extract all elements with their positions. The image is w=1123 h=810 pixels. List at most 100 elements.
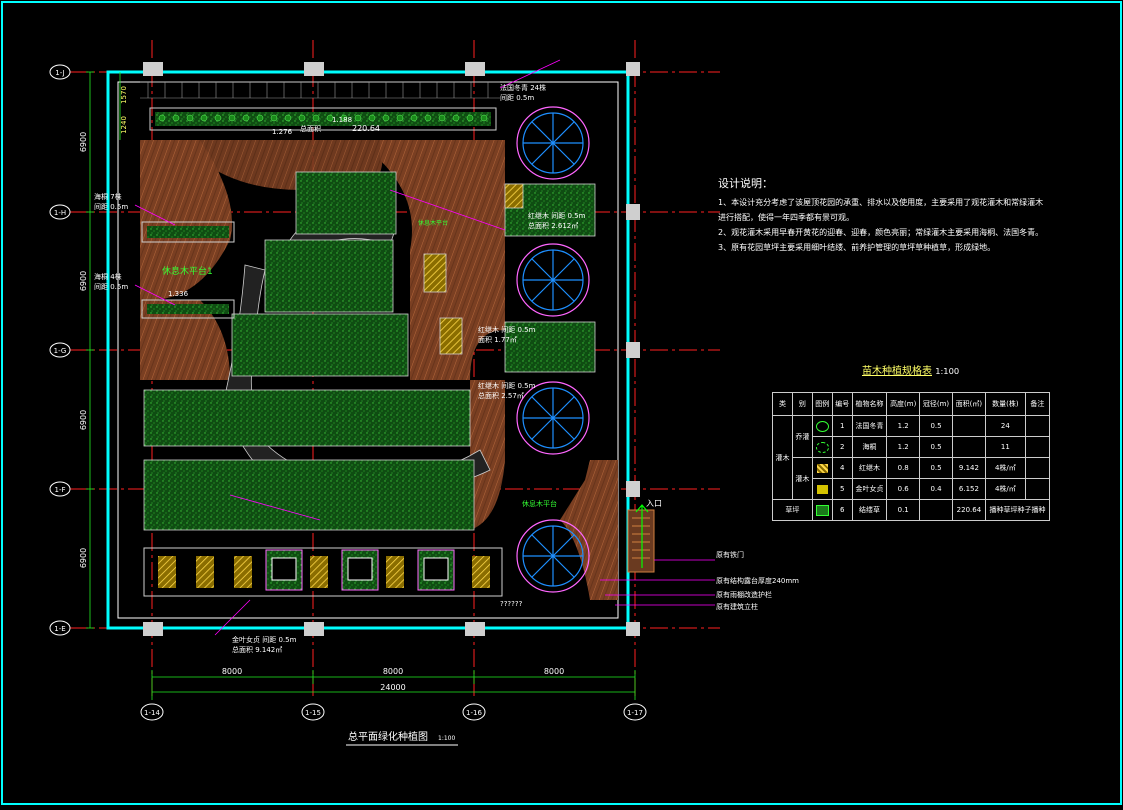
hdr-qty: 数量(株) (984, 392, 1026, 416)
callout-left-plant-2: 海桐 4株 (94, 272, 122, 281)
callout-mid-plant-2: 红继木 间距 0.5m (478, 325, 536, 334)
hdr-note: 备注 (1024, 392, 1051, 416)
row-no: 2 (831, 436, 853, 458)
callout-bottom-area: 总面积 9.142㎡ (232, 645, 282, 654)
row-no: 4 (831, 457, 853, 479)
row-note (1024, 478, 1051, 500)
small-dim-2: 1240 (120, 116, 128, 134)
row-height: 0.6 (886, 478, 921, 500)
tree-symbols (516, 106, 590, 593)
design-note-3: 3、原有花园草坪主要采用细叶结缕、前养护管理的草坪草种植草，形成绿地。 (718, 243, 996, 252)
hdr-legend: 图例 (811, 392, 833, 416)
row-dim-1: 6900 (79, 132, 88, 152)
col-dim-3: 8000 (544, 667, 564, 676)
col-axis-16: 1-16 (466, 709, 482, 717)
row-height: 1.2 (886, 415, 921, 437)
swatch-circle2 (811, 436, 833, 458)
left-planters (141, 221, 235, 319)
hdr-area: 面积(㎡) (951, 392, 986, 416)
row-dim-4: 6900 (79, 548, 88, 568)
row-axis-f: 1-F (54, 486, 65, 494)
row-name: 法国冬青 (851, 415, 888, 437)
entrance-steps (627, 504, 655, 573)
row-dim-3: 6900 (79, 410, 88, 430)
rest-platform-1-label: 休息木平台1 (162, 265, 213, 277)
col-dim-2: 8000 (383, 667, 403, 676)
column-dimension-lines (151, 670, 636, 700)
table-row-lawn: 草坪 6 结缕草 0.1 220.64 播种草坪种子播种 (772, 499, 1051, 521)
col-axis-14: 1-14 (144, 709, 160, 717)
leader-lines (134, 59, 715, 636)
row-area: 220.64 (951, 499, 986, 521)
row-dim-2: 6900 (79, 271, 88, 291)
elevation-1: 1.276 (272, 128, 293, 136)
area-top-value: 220.64 (352, 124, 380, 133)
row-axis-h: 1-H (54, 209, 66, 217)
callout-mid-area-1: 总面积 2.612㎡ (528, 221, 578, 230)
drawing-title: 总平面绿化种植图 (348, 730, 428, 743)
lawn-cat: 草坪 (772, 499, 813, 521)
row-note: 播种草坪种子播种 (984, 499, 1051, 521)
plant-table-title: 苗木种植规格表 (862, 366, 932, 377)
callout-mid-plant-3: 红继木 间距 0.5m (478, 381, 536, 390)
callout-left-plant-1: 海桐 7株 (94, 192, 122, 201)
callout-bottom-plant: 金叶女贞 间距 0.5m (232, 635, 297, 644)
design-notes-title: 设计说明： (718, 177, 773, 190)
row-axis-e: 1-E (54, 625, 65, 633)
callout-mid-area-2: 面积 1.77㎡ (478, 335, 517, 344)
callout-mid-plant-1: 红继木 间距 0.5m (528, 211, 586, 220)
callout-top-plant: 法国冬青 24株 (500, 83, 546, 92)
row-name: 金叶女贞 (851, 478, 888, 500)
col-axis-15: 1-15 (305, 709, 321, 717)
hdr-name: 植物名称 (851, 392, 888, 416)
hdr-height: 高度(m) (886, 392, 921, 416)
row-qty: 11 (984, 436, 1026, 458)
rest-platform-2-label: 休息木平台 (418, 219, 448, 227)
row-no: 1 (831, 415, 853, 437)
building-columns (143, 62, 640, 636)
design-note-1: 1、本设计充分考虑了该屋顶花园的承重、排水以及使用度，主要采用了观花灌木和常绿灌… (718, 198, 1044, 222)
row-qty: 4株/㎡ (984, 457, 1026, 479)
col-dim-1: 8000 (222, 667, 242, 676)
swatch-circle (811, 415, 833, 437)
callout-left-spacing-1: 间距 0.5m (94, 203, 128, 211)
row-crown: 0.5 (919, 457, 953, 479)
plant-schedule-table: 类 别 图例 编号 植物名称 高度(m) 冠径(m) 面积(㎡) 数量(株) 备… (772, 392, 1051, 521)
row-no: 6 (831, 499, 853, 521)
callout-mid-area-3: 总面积 2.57㎡ (478, 391, 524, 400)
row-name: 红继木 (851, 457, 888, 479)
row-area (951, 415, 986, 437)
row-height: 0.1 (886, 499, 921, 521)
design-notes: 设计说明： 1、本设计充分考虑了该屋顶花园的承重、排水以及使用度，主要采用了观花… (718, 176, 1048, 255)
entrance-label: 入口 (646, 499, 662, 508)
design-note-2: 2、观花灌木采用早春开黄花的迎春、迎春，颜色亮丽；常绿灌木主要采用海桐、法国冬青… (718, 228, 1044, 237)
qmark-label: ?????? (500, 600, 523, 608)
callout-top-spacing: 间距 0.5m (500, 94, 534, 102)
table-row: 5 金叶女贞 0.6 0.4 6.152 4株/㎡ (773, 478, 1051, 500)
column-axis-bubbles (140, 703, 647, 721)
group-label: 灌木 (772, 415, 793, 500)
hdr-cat: 类 (772, 392, 793, 416)
row-height: 0.8 (886, 457, 921, 479)
area-top-label: 总面积 (300, 124, 321, 133)
subgroup-2: 灌木 (791, 457, 813, 500)
row-axis-labels: 1-J 1-H 1-G 1-F 1-E (49, 64, 71, 636)
row-no: 5 (831, 478, 853, 500)
swatch-lawn (811, 499, 833, 521)
row-area: 6.152 (951, 478, 986, 500)
swatch-yellow (811, 478, 833, 500)
legend-callout-1: 原有铁门 (716, 550, 744, 559)
row-height: 1.2 (886, 436, 921, 458)
elevation-2: 1.188 (332, 116, 352, 124)
row-axis-j: 1-J (55, 69, 64, 77)
row-crown: 0.5 (919, 415, 953, 437)
elevation-3: 1.336 (168, 290, 189, 298)
row-area (951, 436, 986, 458)
col-axis-17: 1-17 (627, 709, 643, 717)
row-dimension-line (86, 71, 121, 629)
row-qty: 24 (984, 415, 1026, 437)
legend-callout-2: 原有结构露台厚度240mm (716, 576, 799, 585)
